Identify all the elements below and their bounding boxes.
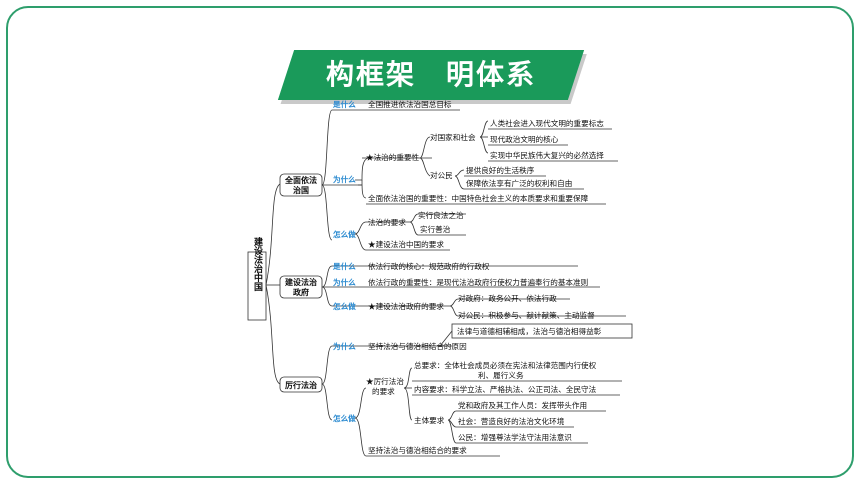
box-s3 — [279, 376, 323, 393]
s3-content: 内容要求：科学立法、严格执法、公正司法、全民守法 — [414, 384, 597, 394]
s2-zen-text: ★建设法治政府的要求 — [368, 301, 444, 311]
s1-shi-text: 全国推进依法治国总目标 — [368, 99, 452, 109]
page-title: 构框架 明体系 — [325, 58, 536, 91]
s3-subject: 主体要求 — [414, 415, 445, 425]
s1-overall: 全面依法治国的重要性：中国特色社会主义的本质要求和重要保障 — [368, 193, 589, 203]
s2-wei-text: 依法行政的重要性：是现代法治政府行使权力普遍奉行的基本准则 — [368, 277, 588, 287]
s1-wei: 为什么 — [333, 174, 356, 184]
s3-subject-item-2: 社会：营造良好的法治文化环境 — [458, 416, 565, 426]
s1-label-1: 全面依法 — [284, 175, 317, 185]
s3-zen: 怎么做 — [333, 413, 356, 423]
s1-build: ★建设法治中国的要求 — [368, 239, 444, 249]
s3-wei-text: 坚持法治与德治相结合的原因 — [368, 341, 467, 351]
s1-citizen-item-2: 保障依法享有广泛的权利和自由 — [466, 178, 572, 188]
s3-general-2: 利、履行义务 — [478, 370, 524, 380]
s1-country-item-3: 实现中华民族伟大复兴的必然选择 — [490, 150, 604, 160]
s1-zen: 怎么做 — [333, 229, 356, 239]
s2-wei: 为什么 — [333, 277, 356, 287]
s1-citizen-item-1: 提供良好的生活秩序 — [466, 165, 535, 175]
s2-label-2: 政府 — [293, 287, 309, 297]
s1-label-2: 治国 — [293, 185, 309, 195]
s1-citizen: 对公民 — [430, 170, 453, 180]
s1-req: 法治的要求 — [368, 217, 406, 227]
s1-country: 对国家和社会 — [430, 132, 476, 142]
s1-shi: 是什么 — [333, 99, 356, 109]
root-label: 建设法治中国 — [252, 236, 263, 292]
s3-wei-note: 法律与道德相辅相成，法治与德治相得益彰 — [457, 326, 602, 336]
s1-country-item-2: 现代政治文明的核心 — [490, 134, 559, 144]
s1-country-item-1: 人类社会进入现代文明的重要标志 — [490, 118, 604, 128]
s3-general-1: 总要求：全体社会成员必须在宪法和法律范围内行使权 — [414, 360, 597, 370]
s3-wei: 为什么 — [333, 341, 356, 351]
s3-label: 厉行法治 — [285, 380, 317, 390]
s1-req-item-1: 实行良法之治 — [418, 210, 464, 220]
s1-importance: ★法治的重要性 — [366, 152, 420, 162]
s3-strict-1: ★厉行法治 — [366, 376, 404, 386]
s2-label-1: 建设法治 — [284, 277, 317, 287]
s3-subject-item-1: 党和政府及其工作人员：发挥带头作用 — [458, 400, 587, 410]
s2-zen: 怎么做 — [333, 301, 356, 311]
s3-combine: 坚持法治与德治相结合的要求 — [368, 445, 467, 455]
s2-zen-item-2: 对公民：积极参与、献计献策、主动监督 — [458, 310, 595, 320]
s3-subject-item-3: 公民：增强尊法学法守法用法意识 — [458, 432, 572, 442]
s2-shi: 是什么 — [333, 261, 356, 271]
s2-zen-item-1: 对政府：政务公开、依法行政 — [458, 293, 557, 303]
s1-req-item-2: 实行善治 — [420, 224, 451, 234]
s3-strict-2: 的要求 — [372, 386, 395, 396]
s2-shi-text: 依法行政的核心：规范政府的行政权 — [368, 261, 490, 271]
